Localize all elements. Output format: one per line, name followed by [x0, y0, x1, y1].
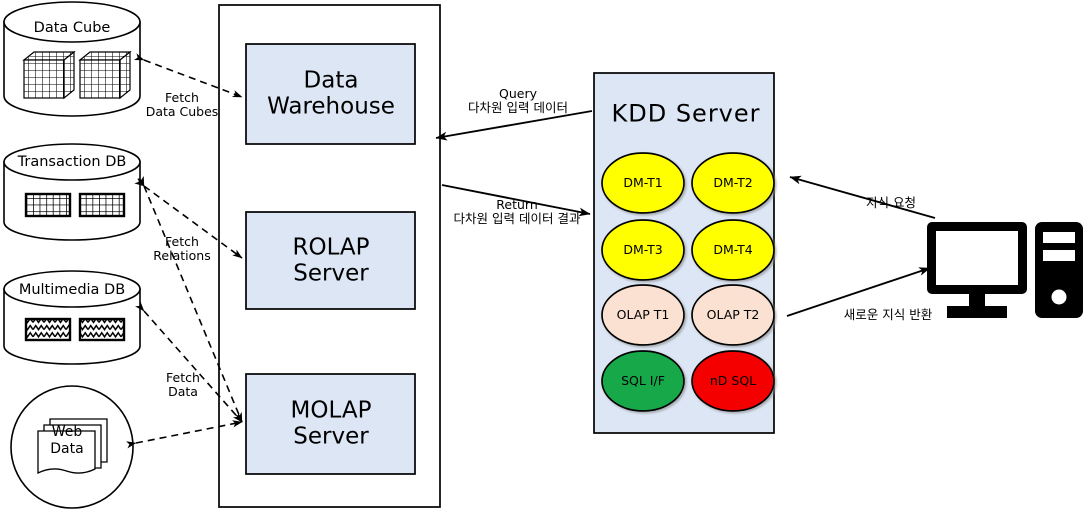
- source-data-cube[interactable]: [3, 1, 141, 117]
- dw-line1: Data: [303, 67, 359, 94]
- web-data-line1: Web: [51, 424, 83, 441]
- edge-label-knowledge-request: 지식 요청: [866, 195, 916, 210]
- box-molap-server[interactable]: [245, 373, 416, 475]
- edge-query: [435, 110, 593, 141]
- kdd-label-dm-t3: DM-T3: [623, 242, 663, 257]
- source-multimedia-db[interactable]: [3, 270, 141, 365]
- kdd-label-olap-t1: OLAP T1: [616, 307, 670, 322]
- edge-label-return: Return 다차원 입력 데이터 결과: [454, 198, 581, 226]
- rolap-line2: Server: [293, 260, 369, 286]
- edge-label-knowledge-return: 새로운 지식 반환: [843, 307, 933, 322]
- box-label-rolap-server: ROLAP Server: [292, 234, 370, 287]
- kdd-node-sql-if[interactable]: [601, 350, 685, 412]
- r-line2: 다차원 입력 데이터 결과: [453, 211, 581, 226]
- box-rolap-server[interactable]: [245, 211, 416, 310]
- table-grid-icon: [24, 192, 126, 218]
- kdd-node-dm-t1[interactable]: [601, 152, 685, 214]
- dw-line2: Warehouse: [267, 93, 395, 119]
- edge-return: [441, 184, 591, 217]
- q-line2: 다차원 입력 데이터: [468, 100, 568, 115]
- kdd-label-dm-t1: DM-T1: [623, 175, 663, 190]
- source-label-transaction-db: Transaction DB: [17, 153, 127, 170]
- fr-line1: Fetch: [165, 234, 199, 249]
- kdd-node-olap-t2[interactable]: [691, 284, 775, 346]
- edge-fetch-data: [126, 420, 243, 449]
- web-data-line2: Data: [50, 441, 84, 457]
- kdd-server-title: KDD Server: [611, 99, 761, 128]
- documents-icon: [37, 418, 108, 475]
- box-data-warehouse[interactable]: [245, 43, 416, 145]
- kdd-label-nd-sql: nD SQL: [709, 373, 757, 388]
- kdd-node-nd-sql[interactable]: [691, 350, 775, 412]
- box-label-data-warehouse: Data Warehouse: [267, 67, 395, 120]
- molap-line1: MOLAP: [290, 397, 372, 424]
- r-line1: Return: [496, 197, 538, 212]
- fd-line2: Data: [168, 384, 198, 399]
- kdd-node-dm-t4[interactable]: [691, 219, 775, 281]
- edge-label-fetch-data-cubes: Fetch Data Cubes: [146, 91, 219, 119]
- edge-label-fetch-data: Fetch Data: [166, 371, 200, 399]
- rolap-line1: ROLAP: [292, 234, 370, 261]
- edge-fetch-data-cubes: [133, 53, 243, 98]
- edge-transaction-to-molap: [137, 175, 243, 423]
- kdd-label-dm-t2: DM-T2: [713, 175, 753, 190]
- edge-label-query: Query 다차원 입력 데이터: [468, 87, 568, 115]
- box-label-molap-server: MOLAP Server: [290, 397, 372, 450]
- source-label-web-data: Web Data: [50, 424, 83, 458]
- waveform-icon: [24, 317, 126, 342]
- q-line1: Query: [498, 86, 537, 101]
- client-computer[interactable]: [927, 222, 1083, 318]
- fdc-line1: Fetch: [165, 90, 199, 105]
- kdd-label-dm-t4: DM-T4: [713, 242, 753, 257]
- fr-line2: Relations: [153, 248, 211, 263]
- edge-label-fetch-relations: Fetch Relations: [153, 235, 210, 263]
- source-transaction-db[interactable]: [3, 143, 141, 241]
- edge-knowledge-return: [786, 267, 931, 317]
- kdd-label-olap-t2: OLAP T2: [706, 307, 760, 322]
- desktop-computer-icon: [927, 222, 1083, 318]
- fd-line1: Fetch: [166, 370, 200, 385]
- cube-icon: [22, 50, 132, 100]
- kdd-node-olap-t1[interactable]: [601, 284, 685, 346]
- fdc-line2: Data Cubes: [145, 104, 219, 119]
- source-label-multimedia-db: Multimedia DB: [18, 281, 126, 298]
- edge-knowledge-request: [789, 175, 936, 219]
- kdd-node-dm-t3[interactable]: [601, 219, 685, 281]
- molap-line2: Server: [293, 423, 369, 449]
- kdd-label-sql-if: SQL I/F: [621, 373, 665, 388]
- kdd-node-dm-t2[interactable]: [691, 152, 775, 214]
- edge-multimedia-to-molap: [135, 301, 243, 423]
- source-label-data-cube: Data Cube: [33, 19, 111, 36]
